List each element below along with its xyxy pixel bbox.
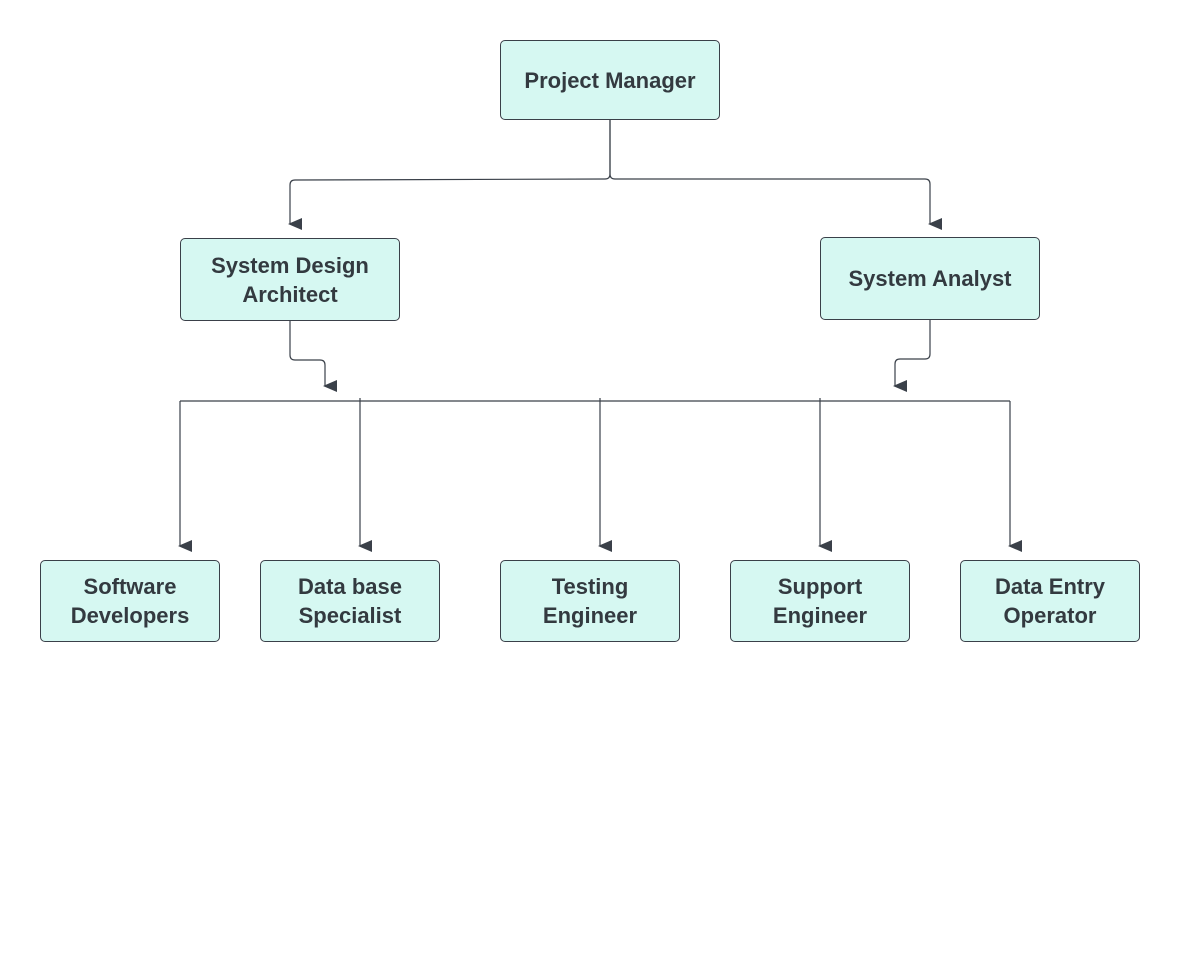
node-data-entry-operator: Data Entry Operator xyxy=(960,560,1140,642)
connector-pm-to-system-design xyxy=(288,120,611,230)
connector-system-analyst-to-bus xyxy=(893,320,931,392)
node-label-system-analyst: System Analyst xyxy=(848,266,1012,291)
node-testing-engineer: Testing Engineer xyxy=(500,560,680,642)
node-system-analyst: System Analyst xyxy=(820,237,1040,320)
node-project-manager: Project Manager xyxy=(500,40,720,120)
node-label-system-design-architect: System Design Architect xyxy=(211,252,369,307)
connector-system-design-to-bus xyxy=(289,321,337,392)
node-label-database-specialist: Data base Specialist xyxy=(298,574,402,628)
node-system-design-architect: System Design Architect xyxy=(180,238,400,321)
connector-pm-to-system-analyst xyxy=(609,120,942,230)
node-label-data-entry-operator: Data Entry Operator xyxy=(994,574,1106,628)
node-software-developers: Software Developers xyxy=(40,560,220,642)
node-support-engineer: Support Engineer xyxy=(730,560,910,642)
node-label-testing-engineer: Testing Engineer xyxy=(542,574,638,628)
node-label-support-engineer: Support Engineer xyxy=(772,574,868,628)
node-database-specialist: Data base Specialist xyxy=(260,560,440,642)
node-label-software-developers: Software Developers xyxy=(70,574,190,628)
node-label-project-manager: Project Manager xyxy=(524,67,696,93)
